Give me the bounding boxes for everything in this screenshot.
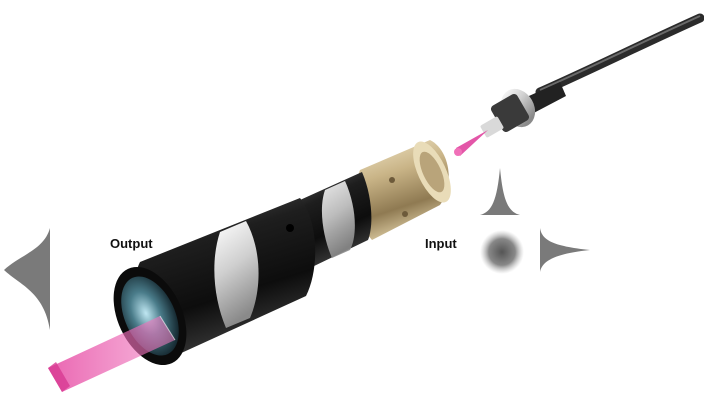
fiber-cable [535,13,704,97]
output-beam-profile [4,228,50,330]
fiber-connector [480,88,536,138]
input-horizontal-profile [540,228,590,272]
input-beam-spot [480,230,524,274]
output-beam [48,315,176,392]
input-vertical-profile [480,168,520,215]
input-beam [456,130,488,156]
output-label: Output [110,236,153,251]
input-label: Input [425,236,457,251]
